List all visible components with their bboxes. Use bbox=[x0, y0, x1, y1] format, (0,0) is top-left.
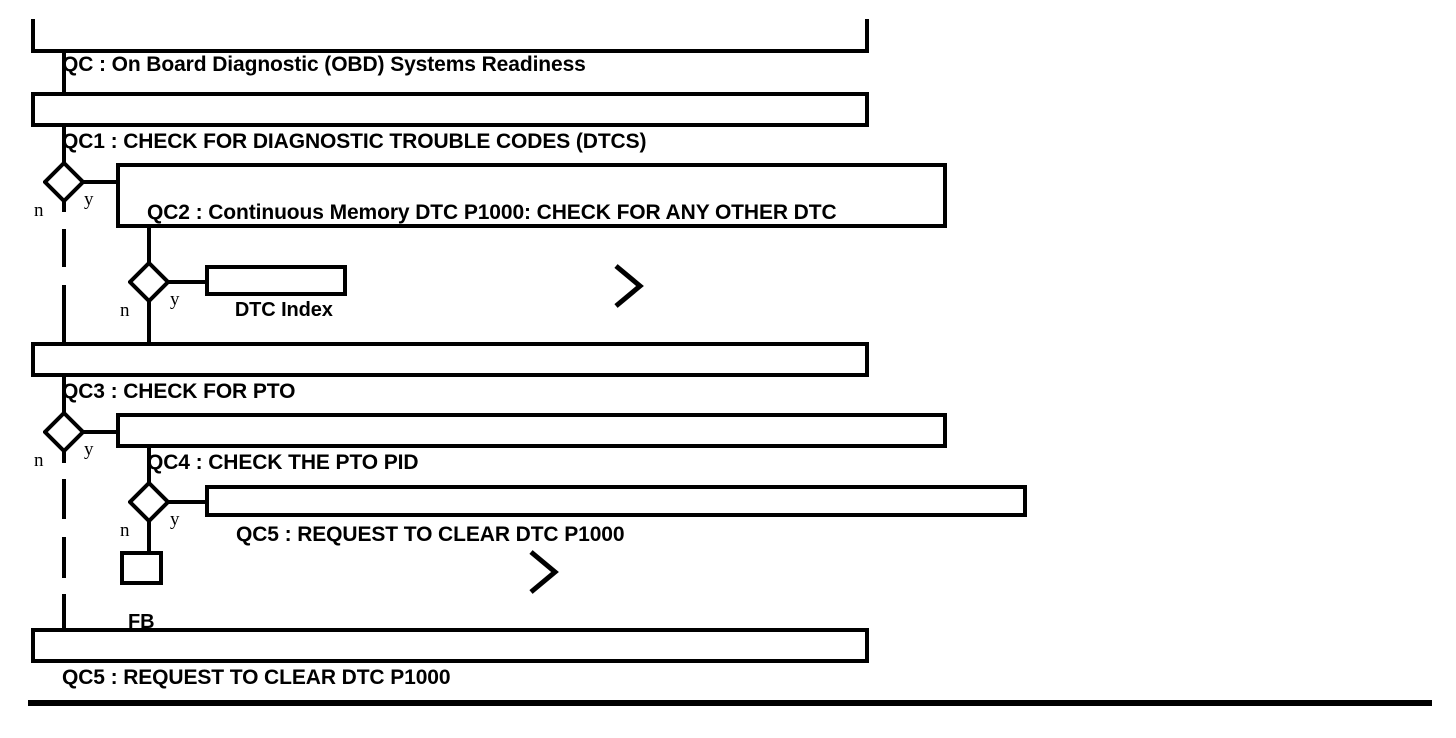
node-qc3[interactable]: QC3 : CHECK FOR PTO bbox=[31, 342, 869, 403]
branch-label-d4-no: n bbox=[120, 520, 130, 541]
branch-label-d1-yes: y bbox=[84, 189, 94, 210]
connector-d3-no-dash-4 bbox=[62, 594, 66, 629]
node-qc1-label: QC1 : CHECK FOR DIAGNOSTIC TROUBLE CODES… bbox=[61, 130, 647, 153]
node-qc-label: QC : On Board Diagnostic (OBD) Systems R… bbox=[61, 53, 586, 76]
decision-diamond-2[interactable] bbox=[128, 261, 170, 303]
connector-qc4-to-d4 bbox=[147, 446, 151, 483]
connector-d2-no-dash-1 bbox=[147, 300, 151, 343]
branch-label-d3-yes: y bbox=[84, 439, 94, 460]
connector-d1-no-dash-3 bbox=[62, 285, 66, 343]
connector-d2-yes-to-dtcindex bbox=[168, 280, 208, 284]
decision-diamond-1[interactable] bbox=[43, 161, 85, 203]
node-qc2-label: QC2 : Continuous Memory DTC P1000: CHECK… bbox=[146, 201, 837, 224]
connector-d3-no-dash-1 bbox=[62, 450, 66, 463]
chevron-right-icon-2 bbox=[525, 548, 561, 596]
node-qc1[interactable]: QC1 : CHECK FOR DIAGNOSTIC TROUBLE CODES… bbox=[31, 92, 869, 153]
node-qc5-bottom[interactable]: QC5 : REQUEST TO CLEAR DTC P1000 bbox=[31, 628, 869, 689]
bottom-divider bbox=[28, 700, 1432, 706]
branch-label-d2-yes: y bbox=[170, 289, 180, 310]
connector-d1-no-dash-1 bbox=[62, 200, 66, 212]
decision-diamond-4[interactable] bbox=[128, 481, 170, 523]
connector-qc1-to-d1 bbox=[62, 125, 66, 163]
connector-d3-yes-to-qc4 bbox=[83, 430, 119, 434]
connector-d1-yes-to-qc2 bbox=[83, 180, 119, 184]
node-qc5-bottom-label: QC5 : REQUEST TO CLEAR DTC P1000 bbox=[61, 666, 451, 689]
connector-d3-no-dash-2 bbox=[62, 479, 66, 519]
node-qc3-label: QC3 : CHECK FOR PTO bbox=[61, 380, 296, 403]
node-fb[interactable]: FB bbox=[120, 551, 163, 633]
chevron-right-icon-1 bbox=[610, 262, 646, 310]
node-dtc-index[interactable]: DTC Index bbox=[205, 265, 347, 321]
connector-qc-to-qc1 bbox=[62, 51, 66, 93]
connector-d1-no-dash-2 bbox=[62, 229, 66, 267]
node-dtc-index-label: DTC Index bbox=[234, 299, 333, 321]
connector-qc2-to-d2 bbox=[147, 226, 151, 263]
decision-diamond-3[interactable] bbox=[43, 411, 85, 453]
connector-d4-no-to-fb bbox=[147, 520, 151, 553]
branch-label-d2-no: n bbox=[120, 300, 130, 321]
connector-d4-yes-to-qc5a bbox=[168, 500, 208, 504]
branch-label-d3-no: n bbox=[34, 450, 44, 471]
node-qc[interactable]: QC : On Board Diagnostic (OBD) Systems R… bbox=[31, 19, 869, 76]
node-qc5-inner[interactable]: QC5 : REQUEST TO CLEAR DTC P1000 bbox=[205, 485, 1027, 546]
branch-label-d1-no: n bbox=[34, 200, 44, 221]
node-qc4-label: QC4 : CHECK THE PTO PID bbox=[146, 451, 419, 474]
connector-d3-no-dash-3 bbox=[62, 537, 66, 578]
node-qc5-inner-label: QC5 : REQUEST TO CLEAR DTC P1000 bbox=[235, 523, 625, 546]
branch-label-d4-yes: y bbox=[170, 509, 180, 530]
node-fb-label: FB bbox=[128, 611, 155, 633]
node-qc2[interactable]: QC2 : Continuous Memory DTC P1000: CHECK… bbox=[116, 163, 947, 228]
connector-d3-to-dash bbox=[62, 376, 66, 413]
node-qc4[interactable]: QC4 : CHECK THE PTO PID bbox=[116, 413, 947, 474]
